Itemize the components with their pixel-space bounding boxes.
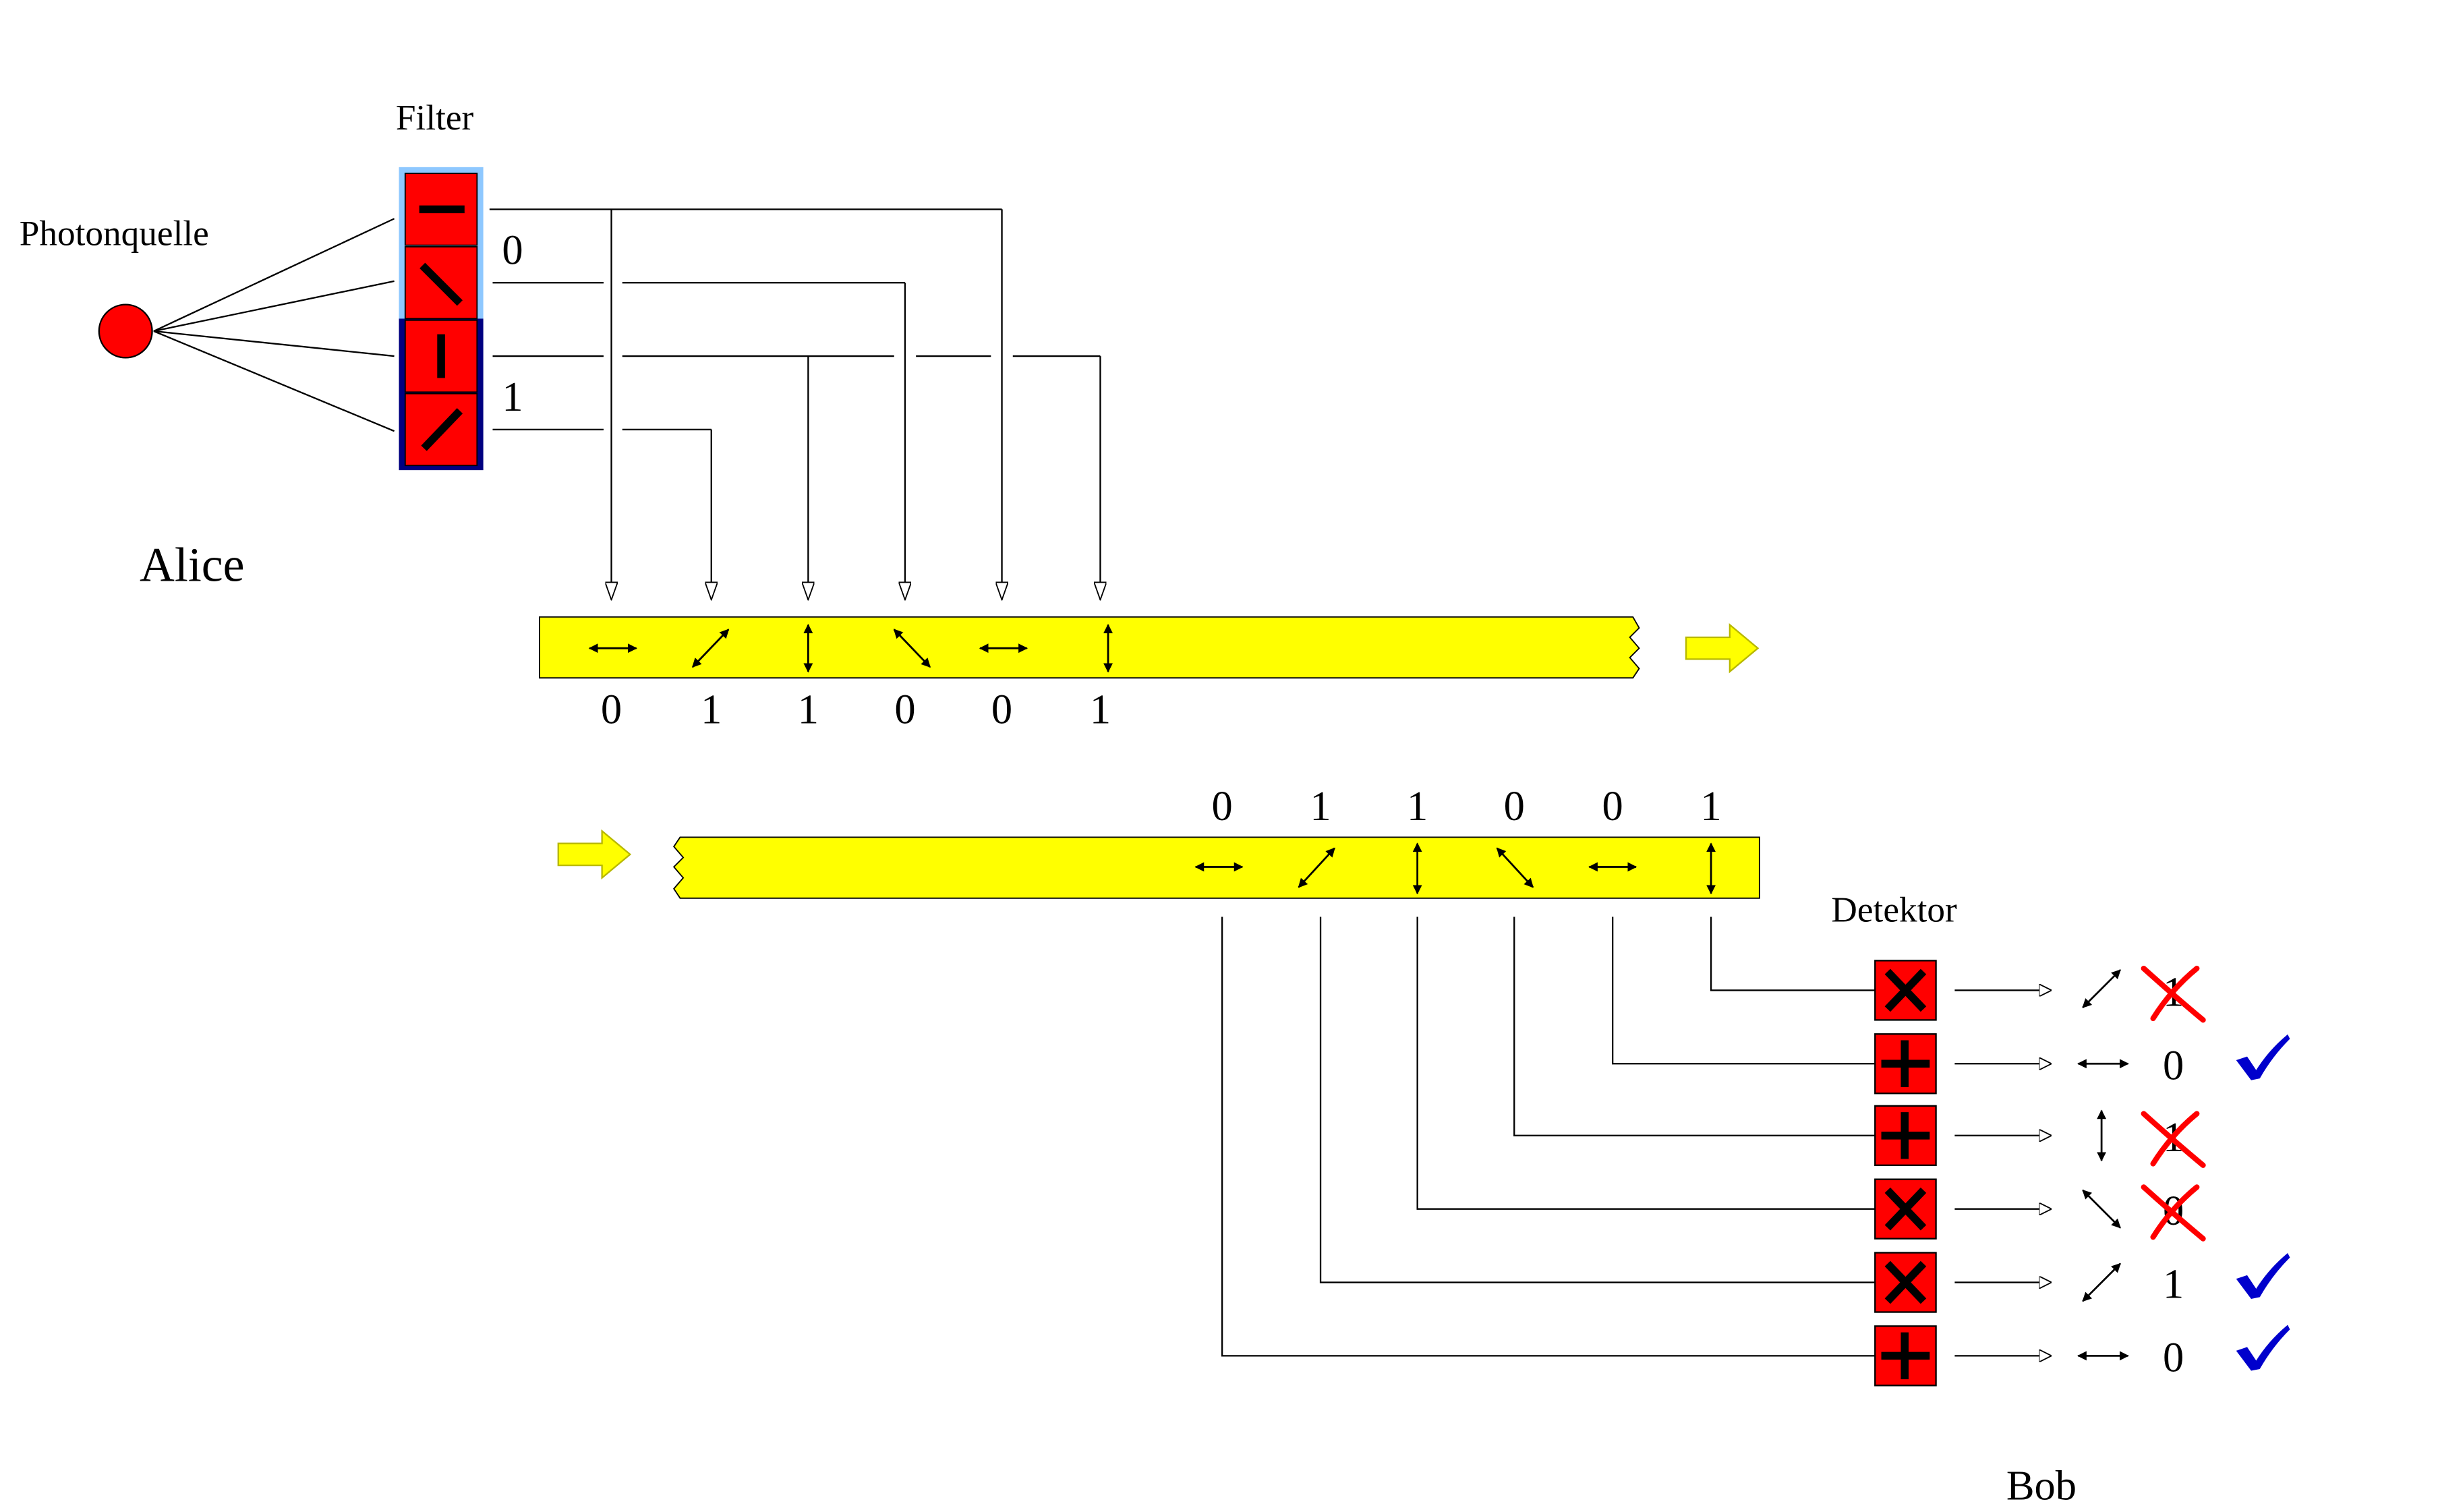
sent-bit: 0: [601, 685, 622, 732]
detector-plus-icon: [1874, 1325, 1937, 1387]
measured-bits: 1 0 1 0 1 0: [2163, 968, 2184, 1381]
sent-bit: 0: [991, 685, 1012, 732]
detector-cross-icon: [1874, 960, 1937, 1021]
sent-bit: 1: [1090, 685, 1111, 732]
detectors: [1874, 960, 1937, 1387]
channel-top: [539, 616, 1640, 679]
check-icon: [2236, 1325, 2290, 1371]
received-bit: 0: [1602, 782, 1623, 830]
bottom-polarizations: [1194, 842, 1716, 895]
check-icon: [2236, 1253, 2290, 1299]
rejected-marks: [2141, 965, 2206, 1242]
filter-bit-0: 0: [502, 226, 523, 273]
reject-x-icon: [2141, 965, 2206, 1023]
sent-bit: 1: [798, 685, 819, 732]
output-arrows: [1954, 990, 2052, 1356]
top-polarizations: [588, 624, 1113, 673]
polarization-diagonal-up-icon: [1298, 847, 1335, 888]
filter-label: Filter: [396, 98, 474, 138]
polarization-diagonal-up-icon: [691, 629, 730, 668]
measured-diagonal-up-icon: [2082, 1262, 2121, 1302]
detector-plus-icon: [1874, 1033, 1937, 1095]
accepted-marks: [2236, 1034, 2290, 1371]
reject-x-icon: [2141, 1111, 2206, 1168]
measured-polarizations: [2077, 969, 2129, 1361]
filter-diagonal-up-icon: [421, 408, 463, 451]
received-bit: 0: [1504, 782, 1525, 830]
photon-source: [98, 303, 153, 359]
top-bits: 0 1 1 0 0 1: [601, 685, 1111, 732]
alice-routing: [489, 208, 1101, 600]
channel-arrow-in-icon: [557, 829, 632, 880]
filter-stack: [399, 167, 484, 471]
channel-arrow-right-icon: [1685, 622, 1760, 674]
check-icon: [2236, 1034, 2290, 1080]
detector-cross-icon: [1874, 1252, 1937, 1313]
bottom-bits: 0 1 1 0 0 1: [1211, 782, 1721, 830]
received-bit: 0: [1211, 782, 1232, 830]
measured-diagonal-down-icon: [2082, 1189, 2121, 1229]
detector-plus-icon: [1874, 1105, 1937, 1166]
sent-bit: 0: [894, 685, 915, 732]
alice-label: Alice: [140, 538, 244, 592]
sent-bit: 1: [701, 685, 722, 732]
measured-bit: 0: [2163, 1334, 2184, 1381]
detector-label: Detektor: [1831, 890, 1957, 930]
received-bit: 1: [1310, 782, 1331, 830]
detector-cross-icon: [1874, 1178, 1937, 1240]
filter-diagonal-down-icon: [419, 262, 463, 306]
polarization-diagonal-down-icon: [1496, 847, 1534, 888]
source-label: Photonquelle: [20, 214, 209, 254]
bob-label: Bob: [2006, 1461, 2077, 1509]
measured-diagonal-up-icon: [2082, 969, 2121, 1008]
filter-bit-1: 1: [502, 373, 523, 420]
polarization-diagonal-down-icon: [893, 629, 931, 668]
received-bit: 1: [1700, 782, 1721, 830]
received-bit: 1: [1407, 782, 1428, 830]
measured-bit: 1: [2163, 1260, 2184, 1308]
source-rays: [153, 218, 395, 432]
measured-bit: 0: [2163, 1041, 2184, 1088]
reject-x-icon: [2141, 1184, 2206, 1242]
bob-routing: [1221, 917, 1876, 1357]
